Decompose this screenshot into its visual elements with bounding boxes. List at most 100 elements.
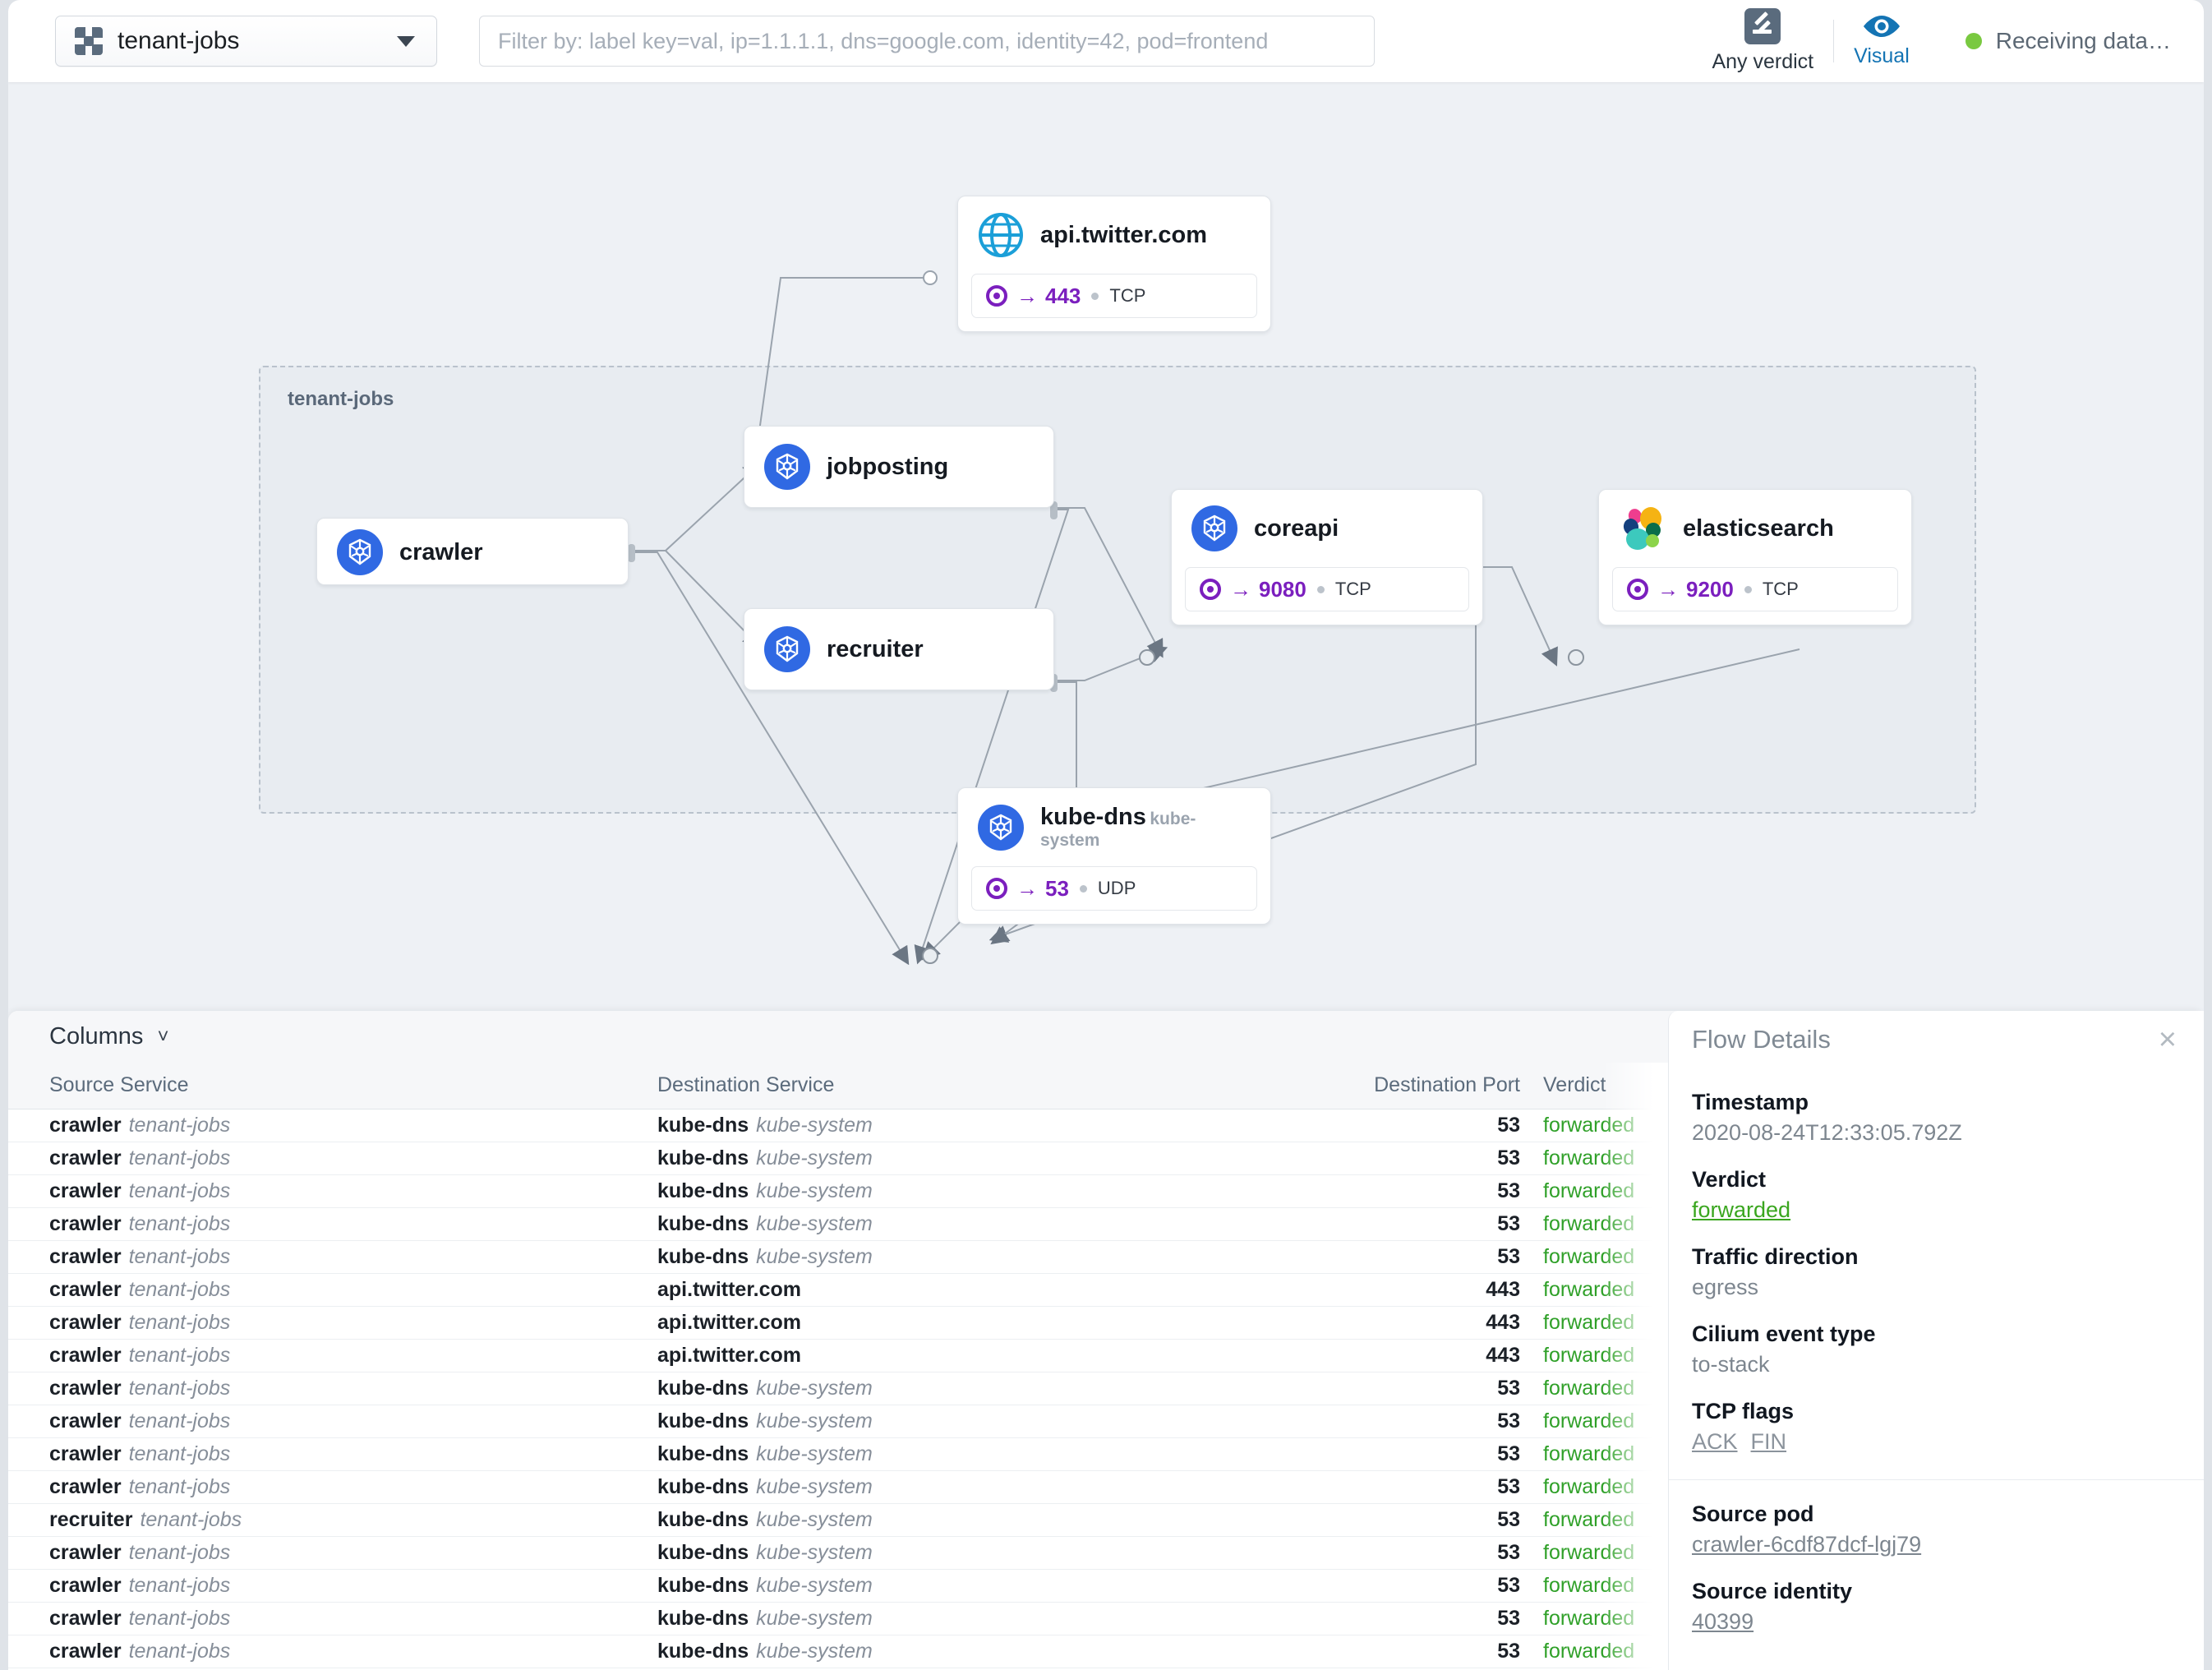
detail-field-source-identity: Source identity 40399 [1692, 1579, 2181, 1635]
cell-destination-port: 53 [1348, 1372, 1520, 1405]
port-separator-dot [1079, 884, 1087, 893]
detail-value[interactable]: crawler-6cdf87dcf-lgj79 [1692, 1532, 1922, 1557]
col-destination-port[interactable]: Destination Port [1348, 1063, 1520, 1109]
source-service-namespace: tenant-jobs [128, 1244, 231, 1268]
source-service-name: crawler [49, 1343, 122, 1367]
status-text: Receiving data… [1995, 28, 2171, 53]
kubernetes-icon [764, 626, 810, 672]
destination-service-name: kube-dns [657, 1409, 749, 1432]
close-icon[interactable]: × [2158, 1022, 2177, 1057]
any-verdict-button[interactable]: Any verdict [1692, 8, 1833, 74]
destination-service-namespace: kube-system [756, 1474, 873, 1498]
elasticsearch-icon [1619, 505, 1666, 551]
cell-destination-port: 53 [1348, 1405, 1520, 1438]
col-verdict[interactable]: Verdict [1520, 1063, 1668, 1109]
detail-label: Source identity [1692, 1579, 1853, 1603]
source-service-name: crawler [49, 1277, 122, 1301]
cell-destination-port: 53 [1348, 1240, 1520, 1274]
node-recruiter[interactable]: recruiter [744, 608, 1054, 690]
globe-icon [978, 212, 1024, 258]
node-port-row[interactable]: → 443 TCP [971, 274, 1257, 318]
source-service-name: crawler [49, 1310, 122, 1334]
flows-table: Source Service Destination Service Desti… [8, 1063, 1668, 1668]
cell-destination-port: 53 [1348, 1109, 1520, 1142]
destination-service-namespace: kube-system [756, 1179, 873, 1202]
app-header: tenant-jobs Any verdict Visual [8, 0, 2204, 82]
kubernetes-icon [337, 529, 383, 575]
destination-service-name: kube-dns [657, 1211, 749, 1235]
detail-value[interactable]: 40399 [1692, 1609, 1754, 1634]
tcp-flag[interactable]: ACK [1692, 1429, 1738, 1454]
flow-details-title: Flow Details [1692, 1025, 1831, 1054]
kubernetes-icon [978, 804, 1024, 851]
node-port-row[interactable]: → 53 UDP [971, 866, 1257, 911]
port-separator-dot [1316, 585, 1325, 593]
port-arrow: → [1230, 576, 1251, 602]
col-destination-service[interactable]: Destination Service [657, 1063, 1348, 1109]
source-service-name: crawler [49, 1639, 122, 1663]
namespace-select[interactable]: tenant-jobs [55, 16, 437, 67]
node-port-row[interactable]: → 9080 TCP [1185, 567, 1469, 611]
source-service-namespace: tenant-jobs [128, 1474, 231, 1498]
namespace-group-label: tenant-jobs [288, 388, 394, 410]
tcp-flag[interactable]: FIN [1750, 1429, 1787, 1454]
port-arrow: → [1016, 875, 1038, 901]
cell-verdict: forwarded [1520, 1306, 1668, 1340]
node-elasticsearch[interactable]: elasticsearch → 9200 TCP [1598, 489, 1912, 625]
node-api-twitter-com[interactable]: api.twitter.com → 443 TCP [957, 196, 1271, 332]
cell-verdict: forwarded [1520, 1470, 1668, 1504]
detail-value[interactable]: forwarded [1692, 1197, 1791, 1222]
node-crawler[interactable]: crawler [316, 518, 629, 585]
source-service-namespace: tenant-jobs [128, 1179, 231, 1202]
cell-destination-service: api.twitter.com [657, 1306, 1348, 1340]
col-source-service[interactable]: Source Service [8, 1063, 657, 1109]
service-map[interactable]: tenant-jobs [8, 82, 2204, 1011]
destination-service-namespace: kube-system [756, 1573, 873, 1597]
detail-value: to-stack [1692, 1352, 1770, 1377]
kubernetes-icon [764, 444, 810, 490]
node-titles: jobposting [827, 454, 948, 481]
cell-verdict: forwarded [1520, 1142, 1668, 1175]
node-jobposting[interactable]: jobposting [744, 426, 1054, 508]
node-port-row[interactable]: → 9200 TCP [1612, 567, 1898, 611]
flows-table-scroll[interactable]: Source Service Destination Service Desti… [8, 1063, 1668, 1670]
node-kube-dns[interactable]: kube-dns kube-system → 53 UDP [957, 787, 1271, 925]
visual-button[interactable]: Visual [1834, 14, 1929, 68]
detail-value: egress [1692, 1275, 1759, 1299]
node-coreapi[interactable]: coreapi → 9080 TCP [1171, 489, 1483, 625]
destination-service-namespace: kube-system [756, 1409, 873, 1432]
filter-input[interactable] [479, 16, 1375, 67]
cell-verdict: forwarded [1520, 1569, 1668, 1603]
